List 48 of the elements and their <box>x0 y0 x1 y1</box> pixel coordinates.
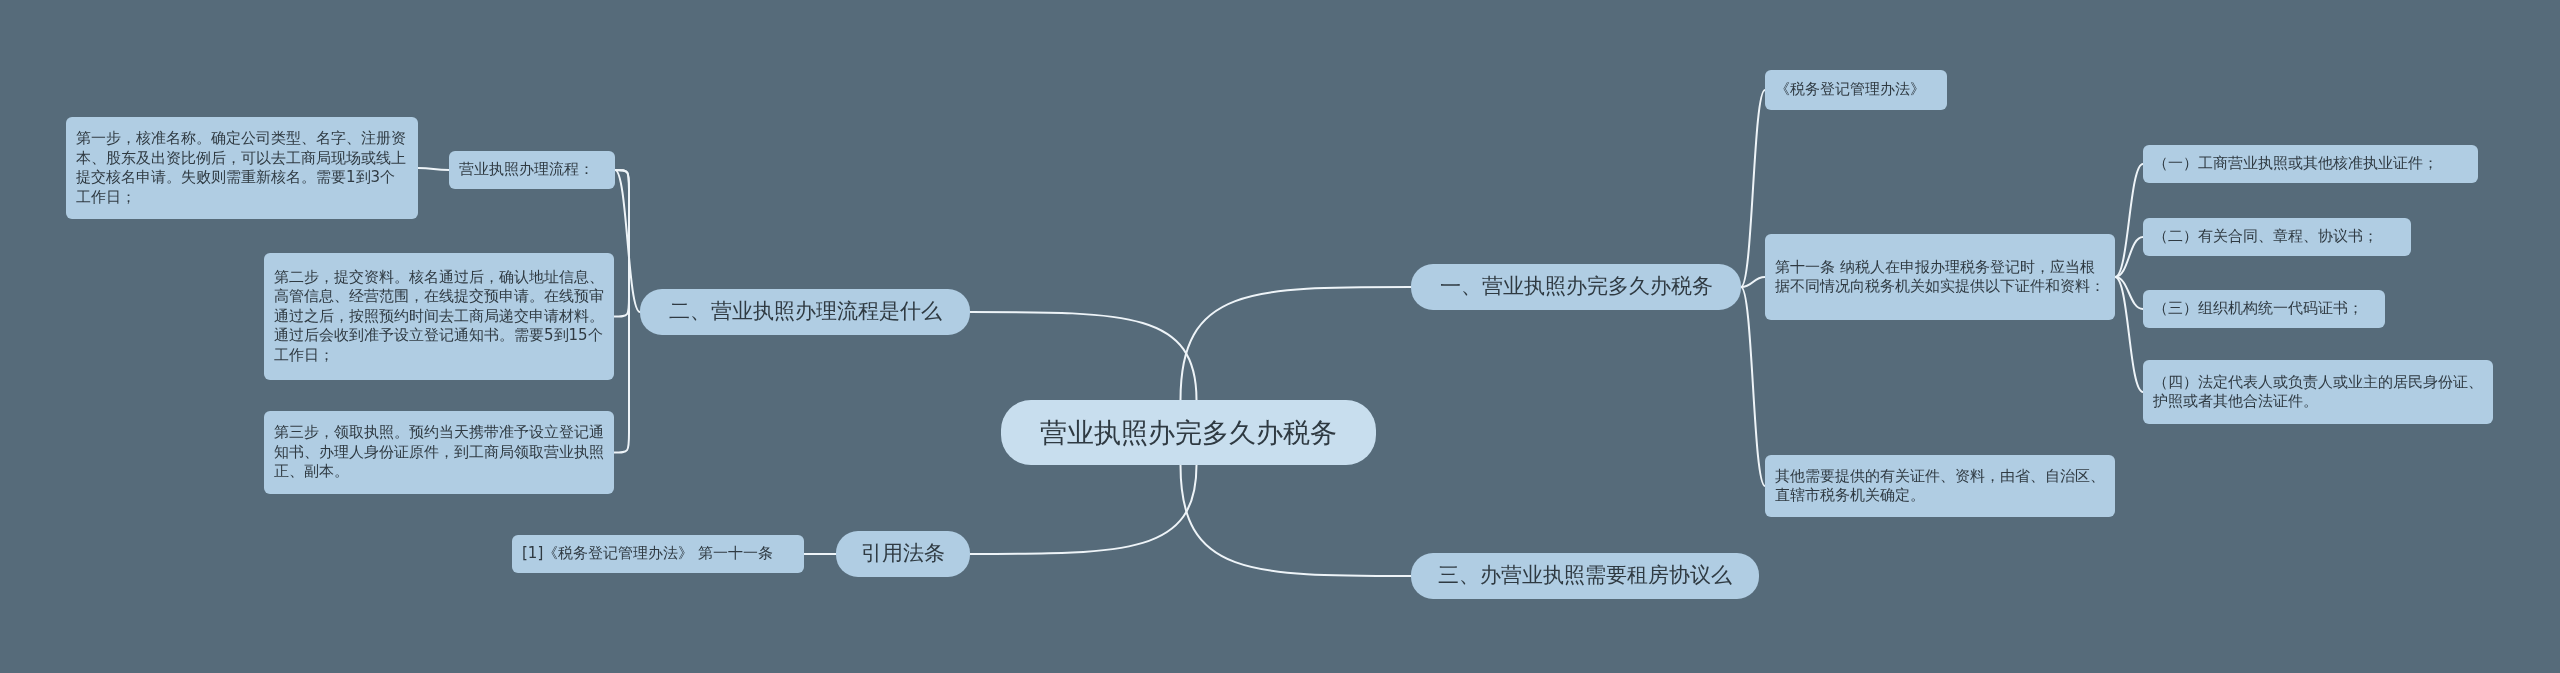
subtopic-box <box>264 411 614 494</box>
connector-line <box>2114 276 2144 310</box>
central-topic <box>1001 400 1376 465</box>
connector-line <box>803 553 837 555</box>
subtopic-box <box>2143 218 2411 256</box>
connector-line <box>969 464 1198 555</box>
subtopic-box <box>1765 70 1947 110</box>
topic-text: （一）工商营业执照或其他核准执业证件； <box>2153 154 2438 174</box>
topic-text: 一、营业执照办完多久办税务 <box>1439 273 1713 301</box>
branch-topic <box>836 531 970 577</box>
topic-text: 第十一条 纳税人在申报办理税务登记时，应当根据不同情况向税务机关如实提供以下证件和资料： <box>1775 257 2105 297</box>
connector-line <box>2114 236 2144 278</box>
connector-line <box>1179 286 1412 401</box>
branch-topic <box>1411 264 1741 310</box>
subtopic-box <box>2143 360 2493 424</box>
branch-topic <box>1411 553 1759 599</box>
topic-text: 其他需要提供的有关证件、资料，由省、自治区、直辖市税务机关确定。 <box>1775 466 2105 506</box>
connector-line <box>2114 276 2144 393</box>
connector-line <box>1740 276 1766 288</box>
subtopic-box <box>512 535 804 573</box>
topic-text: [1]《税务登记管理办法》 第一十一条 <box>522 544 773 564</box>
subtopic-box <box>2143 145 2478 183</box>
topic-text: 三、办营业执照需要租房协议么 <box>1438 562 1732 590</box>
subtopic-box <box>1765 234 2115 320</box>
topic-text: 第二步，提交资料。核名通过后，确认地址信息、高管信息、经营范围，在线提交预申请。在线预审通过之后，按照预约时间去工商局递交申请材料。通过后会收到准予设立登记通知书。需要5到15个工作日； <box>274 267 604 366</box>
connector-line <box>969 311 1198 401</box>
topic-text: （二）有关合同、章程、协议书； <box>2153 227 2378 247</box>
topic-text: 《税务登记管理办法》 <box>1775 80 1925 100</box>
topic-text: 引用法条 <box>861 540 945 568</box>
subtopic-box <box>2143 290 2385 328</box>
connector-line <box>1740 89 1766 288</box>
subtopic-box <box>66 117 418 219</box>
topic-text: （四）法定代表人或负责人或业主的居民身份证、护照或者其他合法证件。 <box>2153 372 2483 412</box>
topic-text: 第三步，领取执照。预约当天携带准予设立登记通知书、办理人身份证原件，到工商局领取营业执照正、副本。 <box>274 423 604 482</box>
branch-topic <box>640 289 970 335</box>
topic-text: 营业执照办理流程： <box>459 160 594 180</box>
topic-text: 二、营业执照办理流程是什么 <box>668 298 942 326</box>
subtopic-box <box>264 253 614 380</box>
topic-text: 营业执照办完多久办税务 <box>1040 415 1337 450</box>
topic-text: 第一步，核准名称。确定公司类型、名字、注册资本、股东及出资比例后，可以去工商局现场或线上提交核名申请。失败则需重新核名。需要1到3个工作日； <box>76 129 407 207</box>
connector-line <box>614 169 641 313</box>
subtopic-box <box>449 151 615 189</box>
topic-text: （三）组织机构统一代码证书； <box>2153 299 2363 319</box>
connector-line <box>417 167 450 171</box>
connector-line <box>1740 286 1766 487</box>
subtopic-box <box>1765 455 2115 517</box>
connector-line <box>1179 464 1412 577</box>
connector-line <box>2114 163 2144 278</box>
